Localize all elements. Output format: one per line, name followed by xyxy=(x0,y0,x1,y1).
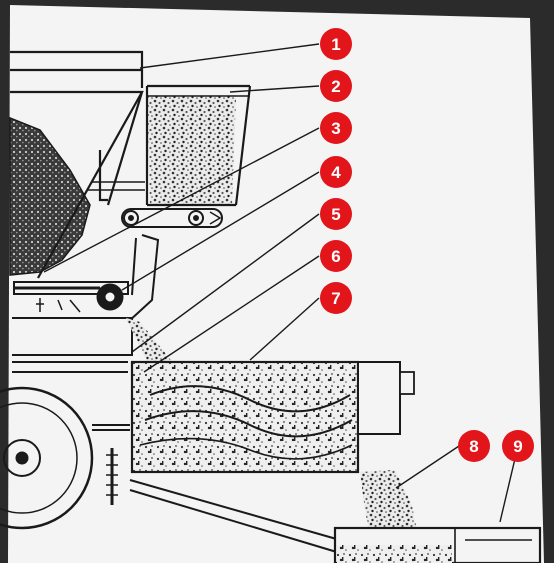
belt-feeder xyxy=(121,208,223,228)
mixer-drum xyxy=(130,360,415,474)
callout-label-1: 1 xyxy=(331,35,340,54)
callout-label-4: 4 xyxy=(331,163,341,182)
wheel xyxy=(0,386,94,530)
leader-lines xyxy=(43,43,519,523)
callout-badge-6: 6 xyxy=(320,240,352,272)
callout-badge-1: 1 xyxy=(320,28,352,60)
main-hopper xyxy=(10,50,145,279)
callout-badge-8: 8 xyxy=(458,430,490,462)
callout-badge-4: 4 xyxy=(320,156,352,188)
callout-label-7: 7 xyxy=(331,289,340,308)
callout-badge-5: 5 xyxy=(320,198,352,230)
callout-label-2: 2 xyxy=(331,77,340,96)
aggregate-pile xyxy=(9,116,91,276)
chassis-frame xyxy=(12,317,341,554)
additive-hopper xyxy=(145,84,252,207)
callout-label-3: 3 xyxy=(331,119,340,138)
material-stream xyxy=(126,318,175,368)
callout-label-5: 5 xyxy=(331,205,340,224)
callout-badge-3: 3 xyxy=(320,112,352,144)
callout-label-9: 9 xyxy=(513,437,522,456)
callout-badge-9: 9 xyxy=(502,430,534,462)
callout-label-6: 6 xyxy=(331,247,340,266)
callout-badge-2: 2 xyxy=(320,70,352,102)
drive-assembly xyxy=(13,281,129,313)
callout-label-8: 8 xyxy=(469,437,478,456)
callout-badge-7: 7 xyxy=(320,282,352,314)
output-bin xyxy=(333,526,542,563)
